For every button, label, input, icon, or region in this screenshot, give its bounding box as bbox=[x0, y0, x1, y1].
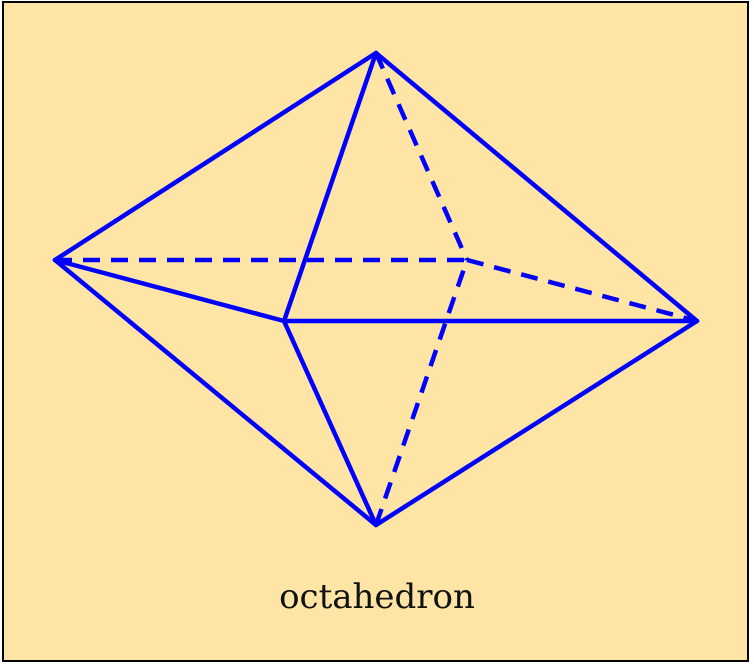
edge-bottom-back-hidden bbox=[373, 259, 470, 526]
edge-back-right-hidden bbox=[466, 257, 698, 324]
edge-top-back-hidden bbox=[373, 52, 470, 261]
edge-bottom-left bbox=[52, 257, 379, 528]
edge-top-front bbox=[281, 50, 379, 324]
edge-bottom-right bbox=[373, 318, 700, 528]
edge-left-front bbox=[52, 257, 287, 324]
edge-bottom-front bbox=[281, 318, 379, 528]
caption: octahedron bbox=[279, 577, 475, 617]
edge-top-left bbox=[52, 50, 379, 263]
edge-top-right bbox=[373, 50, 700, 324]
